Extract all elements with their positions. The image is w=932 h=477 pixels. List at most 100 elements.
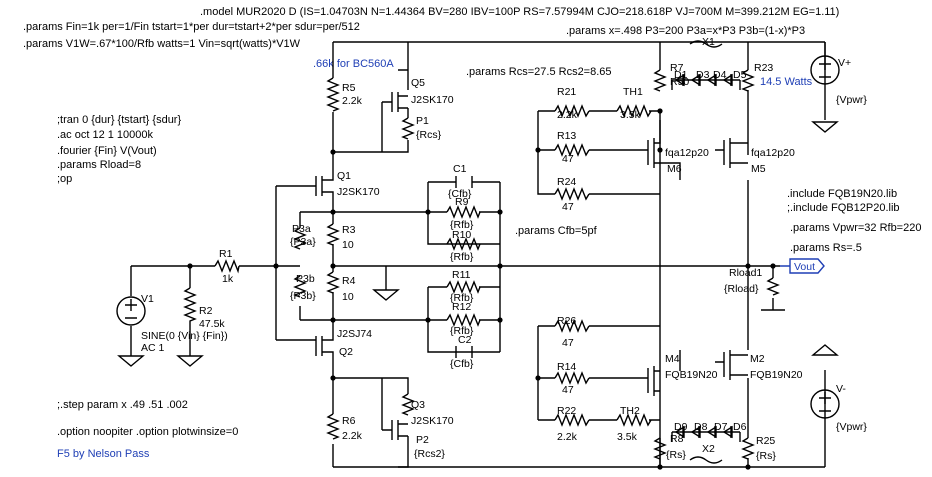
params-cfb-directive[interactable]: .params Cfb=5pf <box>515 225 597 237</box>
r2-name[interactable]: R2 <box>199 305 213 317</box>
model-directive[interactable]: .model MUR2020 D (IS=1.04703N N=1.44364 … <box>200 6 840 18</box>
c1-capacitor-symbol[interactable] <box>455 176 473 188</box>
params-x-directive[interactable]: .params x=.498 P3=200 P3a=x*P3 P3b=(1-x)… <box>566 25 806 37</box>
d3-name[interactable]: D3 <box>696 69 710 81</box>
r12-resistor-symbol[interactable] <box>446 313 481 327</box>
d1-name[interactable]: D1 <box>674 69 688 81</box>
r9-value[interactable]: {Rfb} <box>450 219 474 231</box>
th1-name[interactable]: TH1 <box>623 86 643 98</box>
r2-value[interactable]: 47.5k <box>199 318 225 330</box>
r11-name[interactable]: R11 <box>452 269 471 281</box>
r25-name[interactable]: R25 <box>756 435 775 447</box>
r26-resistor-symbol[interactable] <box>554 319 590 333</box>
q2-value[interactable]: J2SJ74 <box>337 328 372 340</box>
d8-name[interactable]: D8 <box>694 421 708 433</box>
params-rs-directive[interactable]: .params Rs=.5 <box>790 242 862 254</box>
r25-value[interactable]: {Rs} <box>756 450 776 462</box>
r2-resistor-symbol[interactable] <box>183 287 197 335</box>
option-directive[interactable]: .option noopiter .option plotwinsize=0 <box>57 426 239 438</box>
vminus-source-symbol[interactable] <box>810 389 840 419</box>
m4-name[interactable]: M4 <box>665 353 680 365</box>
r25-resistor-symbol[interactable] <box>741 437 755 460</box>
rload1-value[interactable]: {Rload} <box>724 283 759 295</box>
d9-name[interactable]: D9 <box>674 421 688 433</box>
r9-name[interactable]: R9 <box>455 196 469 208</box>
m5-name[interactable]: M5 <box>751 163 766 175</box>
r4-resistor-symbol[interactable] <box>326 271 340 294</box>
r10-value[interactable]: {Rfb} <box>450 251 474 263</box>
m2-name[interactable]: M2 <box>750 353 765 365</box>
r11-value[interactable]: {Rfb} <box>450 292 474 304</box>
p2-name[interactable]: P2 <box>416 434 429 446</box>
r22-value[interactable]: 2.2k <box>557 431 578 443</box>
r8-resistor-symbol[interactable] <box>653 437 667 460</box>
rload-directive[interactable]: .params Rload=8 <box>57 159 142 171</box>
r26-name[interactable]: R26 <box>557 315 576 327</box>
upper-diode-string[interactable] <box>671 73 741 90</box>
m6-name[interactable]: M6 <box>667 163 682 175</box>
r11-resistor-symbol[interactable] <box>446 280 481 294</box>
r10-resistor-symbol[interactable] <box>446 237 481 251</box>
p3a-value[interactable]: {P3a} <box>290 236 316 248</box>
th2-value[interactable]: 3.5k <box>617 431 638 443</box>
vplus-name[interactable]: V+ <box>838 57 851 69</box>
x2-name[interactable]: X2 <box>702 443 715 455</box>
r8-name[interactable]: R8 <box>670 433 684 445</box>
m6-model[interactable]: fqa12p20 <box>665 147 709 159</box>
th2-name[interactable]: TH2 <box>620 405 640 417</box>
r13-resistor-symbol[interactable] <box>554 143 590 157</box>
r3-name[interactable]: R3 <box>342 224 356 236</box>
r5-name[interactable]: R5 <box>342 82 356 94</box>
r22-resistor-symbol[interactable] <box>554 413 590 427</box>
p1-resistor-symbol[interactable] <box>401 117 415 140</box>
q1-name[interactable]: Q1 <box>337 170 351 182</box>
r24-resistor-symbol[interactable] <box>554 187 590 201</box>
m6-mosfet-symbol[interactable] <box>640 120 681 180</box>
v1-ac[interactable]: AC 1 <box>141 342 165 354</box>
p1-value[interactable]: {Rcs} <box>416 129 442 141</box>
r1-resistor-symbol[interactable] <box>214 259 240 274</box>
th1-value[interactable]: 3.5k <box>620 109 641 121</box>
r12-name[interactable]: R12 <box>452 301 471 313</box>
r10-name[interactable]: R10 <box>452 229 471 241</box>
rload1-name[interactable]: Rload1 <box>729 267 762 279</box>
q5-jfet-symbol[interactable] <box>391 92 409 118</box>
r13-name[interactable]: R13 <box>557 130 576 142</box>
c1-value[interactable]: {Cfb} <box>448 188 472 200</box>
r7-resistor-symbol[interactable] <box>653 69 667 92</box>
r3-value[interactable]: 10 <box>342 239 354 251</box>
r1-name[interactable]: R1 <box>219 248 233 260</box>
v1-source-symbol[interactable] <box>116 296 146 326</box>
v1-name[interactable]: V1 <box>141 293 154 305</box>
q5-value[interactable]: J2SK170 <box>411 94 454 106</box>
th1-thermistor-symbol[interactable] <box>616 104 652 118</box>
r12-value[interactable]: {Rfb} <box>450 325 474 337</box>
v1-value[interactable]: SINE(0 {Vin} {Fin}) <box>141 330 228 342</box>
q3-jfet-symbol[interactable] <box>391 420 409 444</box>
m5-mosfet-symbol[interactable] <box>715 138 748 168</box>
r23-name[interactable]: R23 <box>754 62 773 74</box>
r5-resistor-symbol[interactable] <box>326 77 340 112</box>
r14-value[interactable]: 47 <box>562 384 574 396</box>
r23-resistor-symbol[interactable] <box>741 69 755 92</box>
r14-resistor-symbol[interactable] <box>554 371 590 385</box>
d5-name[interactable]: D5 <box>733 69 747 81</box>
c2-value[interactable]: {Cfb} <box>450 358 474 370</box>
params-vpwr-directive[interactable]: .params Vpwr=32 Rfb=220 <box>790 222 922 234</box>
r21-name[interactable]: R21 <box>557 86 576 98</box>
vout-flag[interactable] <box>780 258 825 274</box>
r5-value[interactable]: 2.2k <box>342 95 363 107</box>
p2-value[interactable]: {Rcs2} <box>414 448 445 460</box>
rload-resistor-symbol[interactable] <box>766 277 780 296</box>
include1-directive[interactable]: .include FQB19N20.lib <box>787 188 898 200</box>
p2-resistor-symbol[interactable] <box>401 393 415 416</box>
q2-jfet-symbol[interactable] <box>276 320 334 378</box>
r21-value[interactable]: 2.2k <box>557 109 578 121</box>
m4-mosfet-symbol[interactable] <box>640 350 681 396</box>
fourier-directive[interactable]: .fourier {Fin} V(Vout) <box>57 145 157 157</box>
q1-jfet-symbol[interactable] <box>276 170 334 212</box>
m4-model[interactable]: FQB19N20 <box>665 369 718 381</box>
vplus-value[interactable]: {Vpwr} <box>836 94 867 106</box>
q5-name[interactable]: Q5 <box>411 77 425 89</box>
params-fin-directive[interactable]: .params Fin=1k per=1/Fin tstart=1*per du… <box>23 21 360 33</box>
